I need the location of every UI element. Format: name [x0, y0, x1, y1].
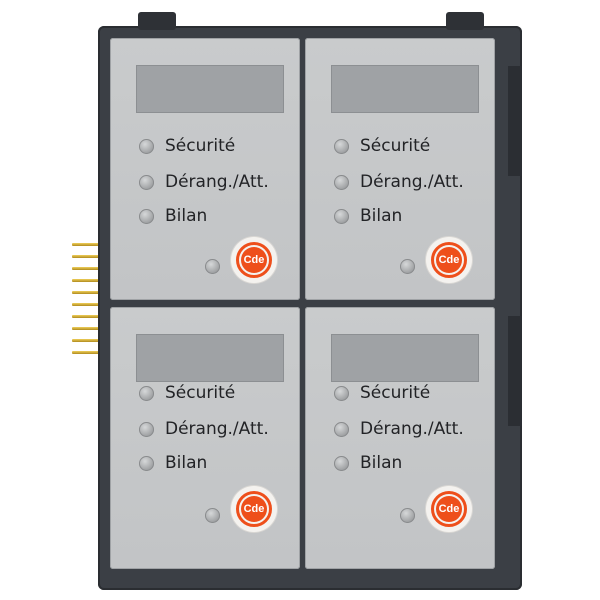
bilan-indicator: Bilan	[334, 452, 402, 474]
right-rail-lower	[508, 316, 522, 426]
module-panel-bottom-right: Sécurité Dérang./Att. Bilan Cde	[305, 307, 495, 569]
bilan-label: Bilan	[360, 206, 403, 226]
securite-led	[334, 138, 349, 154]
derang-indicator: Dérang./Att.	[139, 171, 269, 193]
securite-led	[334, 385, 349, 401]
derang-label: Dérang./Att.	[360, 172, 464, 192]
bilan-label: Bilan	[165, 206, 208, 226]
bilan-label: Bilan	[360, 453, 403, 473]
display-window	[136, 65, 284, 113]
securite-indicator: Sécurité	[334, 382, 430, 404]
display-window	[136, 334, 284, 382]
bilan-indicator: Bilan	[334, 205, 402, 227]
top-clip-left	[138, 12, 176, 30]
derang-indicator: Dérang./Att.	[334, 171, 464, 193]
display-window	[331, 334, 479, 382]
cde-ring: Cde	[236, 491, 272, 527]
bilan-led	[334, 455, 349, 471]
securite-indicator: Sécurité	[334, 135, 430, 157]
derang-label: Dérang./Att.	[165, 172, 269, 192]
cde-button[interactable]: Cde	[231, 237, 277, 283]
bilan-led	[139, 208, 154, 224]
derang-indicator: Dérang./Att.	[334, 418, 464, 440]
bilan-indicator: Bilan	[139, 205, 207, 227]
cde-ring: Cde	[431, 491, 467, 527]
securite-label: Sécurité	[360, 383, 431, 403]
top-clip-right	[446, 12, 484, 30]
module-panel-top-left: Sécurité Dérang./Att. Bilan Cde	[110, 38, 300, 300]
derang-led	[139, 174, 154, 190]
securite-led	[139, 385, 154, 401]
right-rail	[508, 66, 522, 176]
derang-indicator: Dérang./Att.	[139, 418, 269, 440]
cde-ring: Cde	[236, 242, 272, 278]
cde-button[interactable]: Cde	[426, 486, 472, 532]
cde-label: Cde	[436, 247, 462, 273]
display-window	[331, 65, 479, 113]
cde-led	[400, 259, 415, 274]
bilan-label: Bilan	[165, 453, 208, 473]
derang-label: Dérang./Att.	[360, 419, 464, 439]
cde-button[interactable]: Cde	[426, 237, 472, 283]
cde-led	[400, 508, 415, 523]
securite-indicator: Sécurité	[139, 135, 235, 157]
cde-led	[205, 259, 220, 274]
cde-label: Cde	[241, 247, 267, 273]
securite-indicator: Sécurité	[139, 382, 235, 404]
derang-led	[334, 174, 349, 190]
securite-led	[139, 138, 154, 154]
derang-led	[139, 421, 154, 437]
bilan-indicator: Bilan	[139, 452, 207, 474]
securite-label: Sécurité	[165, 383, 236, 403]
derang-led	[334, 421, 349, 437]
securite-label: Sécurité	[360, 136, 431, 156]
cde-button[interactable]: Cde	[231, 486, 277, 532]
cde-led	[205, 508, 220, 523]
bilan-led	[139, 455, 154, 471]
module-panel-top-right: Sécurité Dérang./Att. Bilan Cde	[305, 38, 495, 300]
connector-pins	[72, 243, 100, 355]
derang-label: Dérang./Att.	[165, 419, 269, 439]
securite-label: Sécurité	[165, 136, 236, 156]
cde-ring: Cde	[431, 242, 467, 278]
cde-label: Cde	[436, 496, 462, 522]
cde-label: Cde	[241, 496, 267, 522]
bilan-led	[334, 208, 349, 224]
module-panel-bottom-left: Sécurité Dérang./Att. Bilan Cde	[110, 307, 300, 569]
